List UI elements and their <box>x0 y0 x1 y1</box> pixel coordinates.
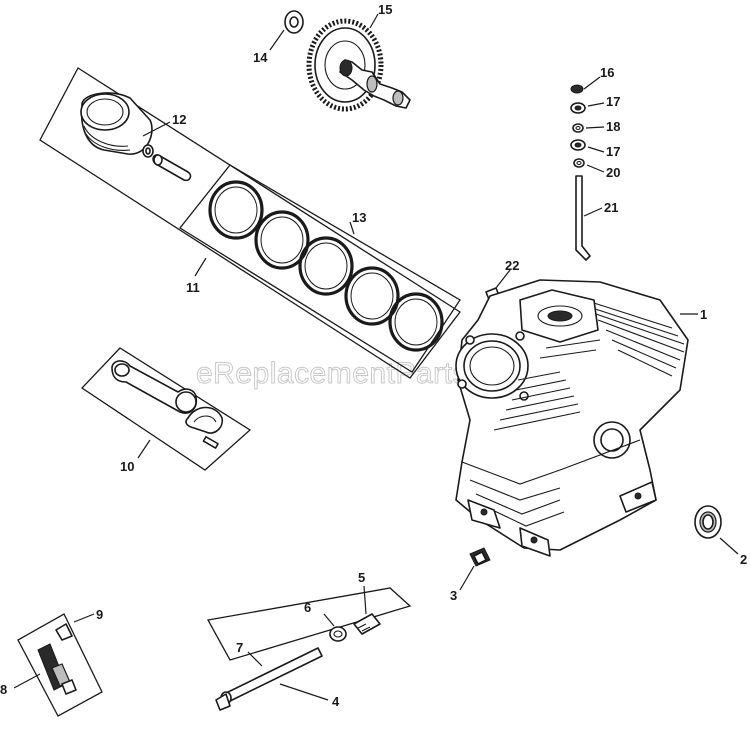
connecting-rod <box>111 360 224 449</box>
callout-5: 5 <box>358 570 365 585</box>
callout-1: 1 <box>700 307 707 322</box>
callout-7: 7 <box>236 640 243 655</box>
callout-14: 14 <box>253 50 268 65</box>
oil-seal <box>694 505 722 539</box>
washer-18 <box>572 123 584 133</box>
washer-17-bottom <box>570 139 586 151</box>
leader-lines <box>13 13 739 701</box>
callout-22: 22 <box>505 258 519 273</box>
washer-17-top <box>570 102 586 114</box>
piston-assembly-frame <box>39 67 461 379</box>
sensor-frame <box>17 613 103 717</box>
callout-12: 12 <box>172 112 186 127</box>
fitting-5 <box>353 613 381 635</box>
rod-21 <box>575 175 591 261</box>
connecting-rod-frame <box>80 347 252 471</box>
callout-21: 21 <box>604 200 618 215</box>
drain-plug <box>469 547 491 567</box>
callout-13: 13 <box>352 210 366 225</box>
piston-rings <box>208 180 444 352</box>
callout-6: 6 <box>304 600 311 615</box>
camshaft-washer <box>284 10 304 34</box>
callout-18: 18 <box>606 119 620 134</box>
callout-11: 11 <box>186 280 200 295</box>
callout-9: 9 <box>96 607 103 622</box>
dipstick-tube-frame <box>206 587 412 661</box>
nut-16 <box>570 84 584 94</box>
piston-rings-frame <box>179 164 461 373</box>
piston-pin-retainer <box>142 144 154 158</box>
callout-3: 3 <box>450 588 457 603</box>
callout-17a: 17 <box>606 94 620 109</box>
callout-20: 20 <box>606 165 620 180</box>
oil-sensor <box>37 623 77 695</box>
callout-10: 10 <box>120 459 134 474</box>
callout-17b: 17 <box>606 144 620 159</box>
grommet-6 <box>329 626 347 642</box>
seal-20 <box>573 158 585 168</box>
piston-pin <box>152 154 192 182</box>
crankcase <box>455 279 689 557</box>
callout-16: 16 <box>600 65 614 80</box>
callout-2: 2 <box>740 552 747 567</box>
camshaft-gear <box>306 18 411 112</box>
dipstick-tube <box>215 647 323 711</box>
callout-8: 8 <box>0 682 7 697</box>
callout-4: 4 <box>332 694 340 709</box>
callout-15: 15 <box>378 2 392 17</box>
callout-labels: 1 2 3 4 5 6 7 8 9 10 11 12 13 14 15 16 1… <box>0 2 747 709</box>
piston <box>80 92 153 155</box>
